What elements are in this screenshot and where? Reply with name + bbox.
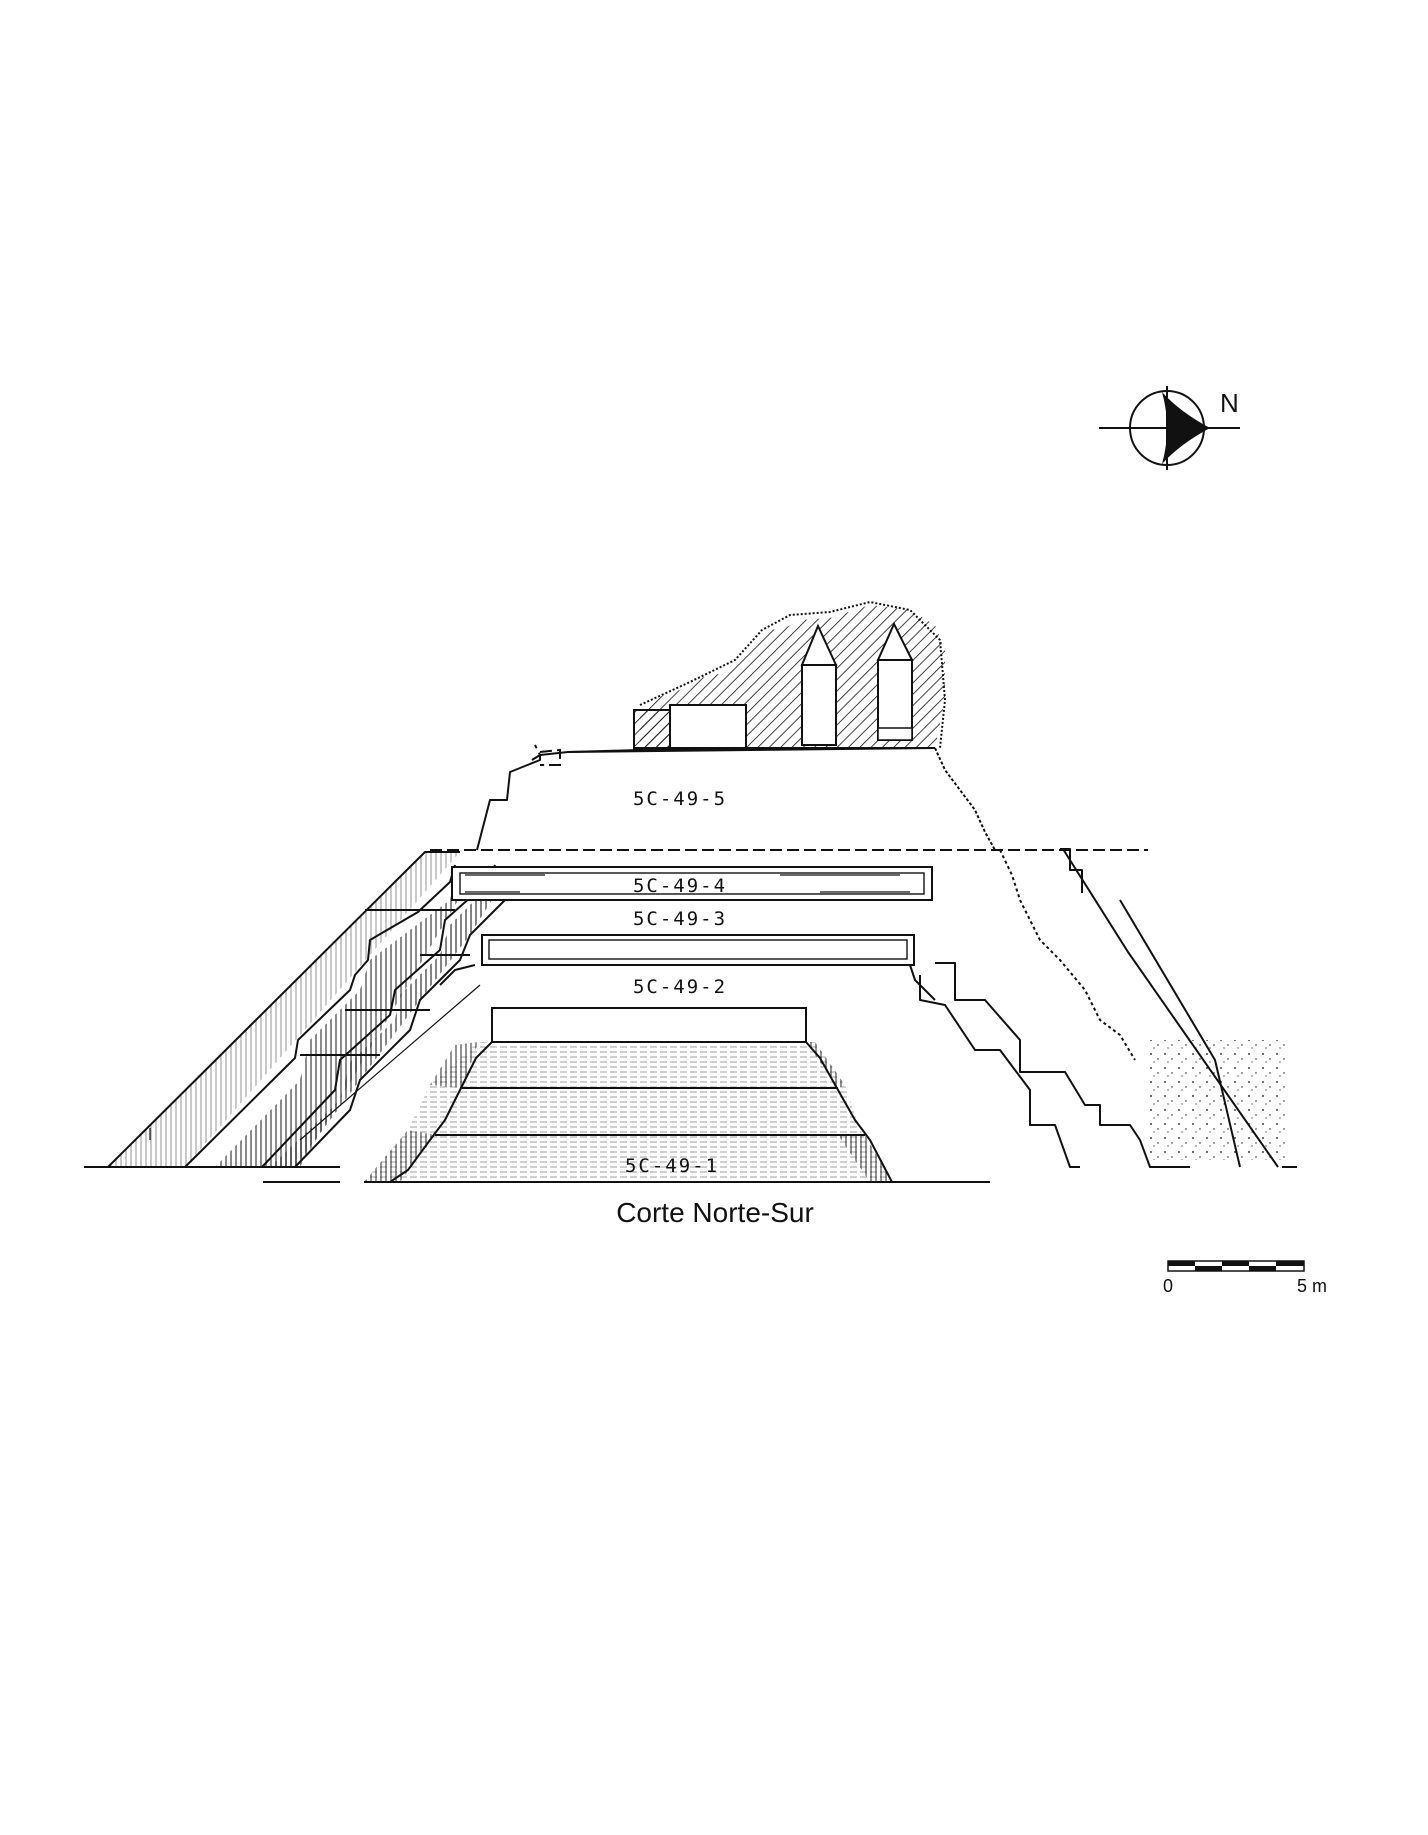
scale-bar: 0 5 m — [1163, 1260, 1327, 1296]
drawing-title: Corte Norte-Sur — [616, 1197, 814, 1228]
scale-start-label: 0 — [1163, 1276, 1173, 1296]
structure-5c-49-5 — [430, 744, 1148, 851]
label-5c-49-4: 5C-49-4 — [633, 875, 727, 897]
scale-end-label: 5 m — [1297, 1276, 1327, 1296]
north-arrow-head — [1162, 392, 1210, 464]
structure-5c-49-2 — [439, 964, 936, 1001]
summit-temple — [633, 601, 946, 751]
label-5c-49-3: 5C-49-3 — [633, 908, 727, 930]
structure-5c-49-1 — [364, 1007, 893, 1183]
structure-5c-49-4 — [451, 866, 933, 901]
label-5c-49-1: 5C-49-1 — [625, 1155, 719, 1177]
right-terraces — [919, 848, 1290, 1168]
structure-5c-49-3 — [481, 934, 915, 966]
north-label: N — [1220, 388, 1239, 418]
label-5c-49-5: 5C-49-5 — [633, 788, 727, 810]
north-arrow: N — [1099, 386, 1240, 470]
label-5c-49-2: 5C-49-2 — [633, 976, 727, 998]
left-terraces — [107, 851, 506, 1168]
